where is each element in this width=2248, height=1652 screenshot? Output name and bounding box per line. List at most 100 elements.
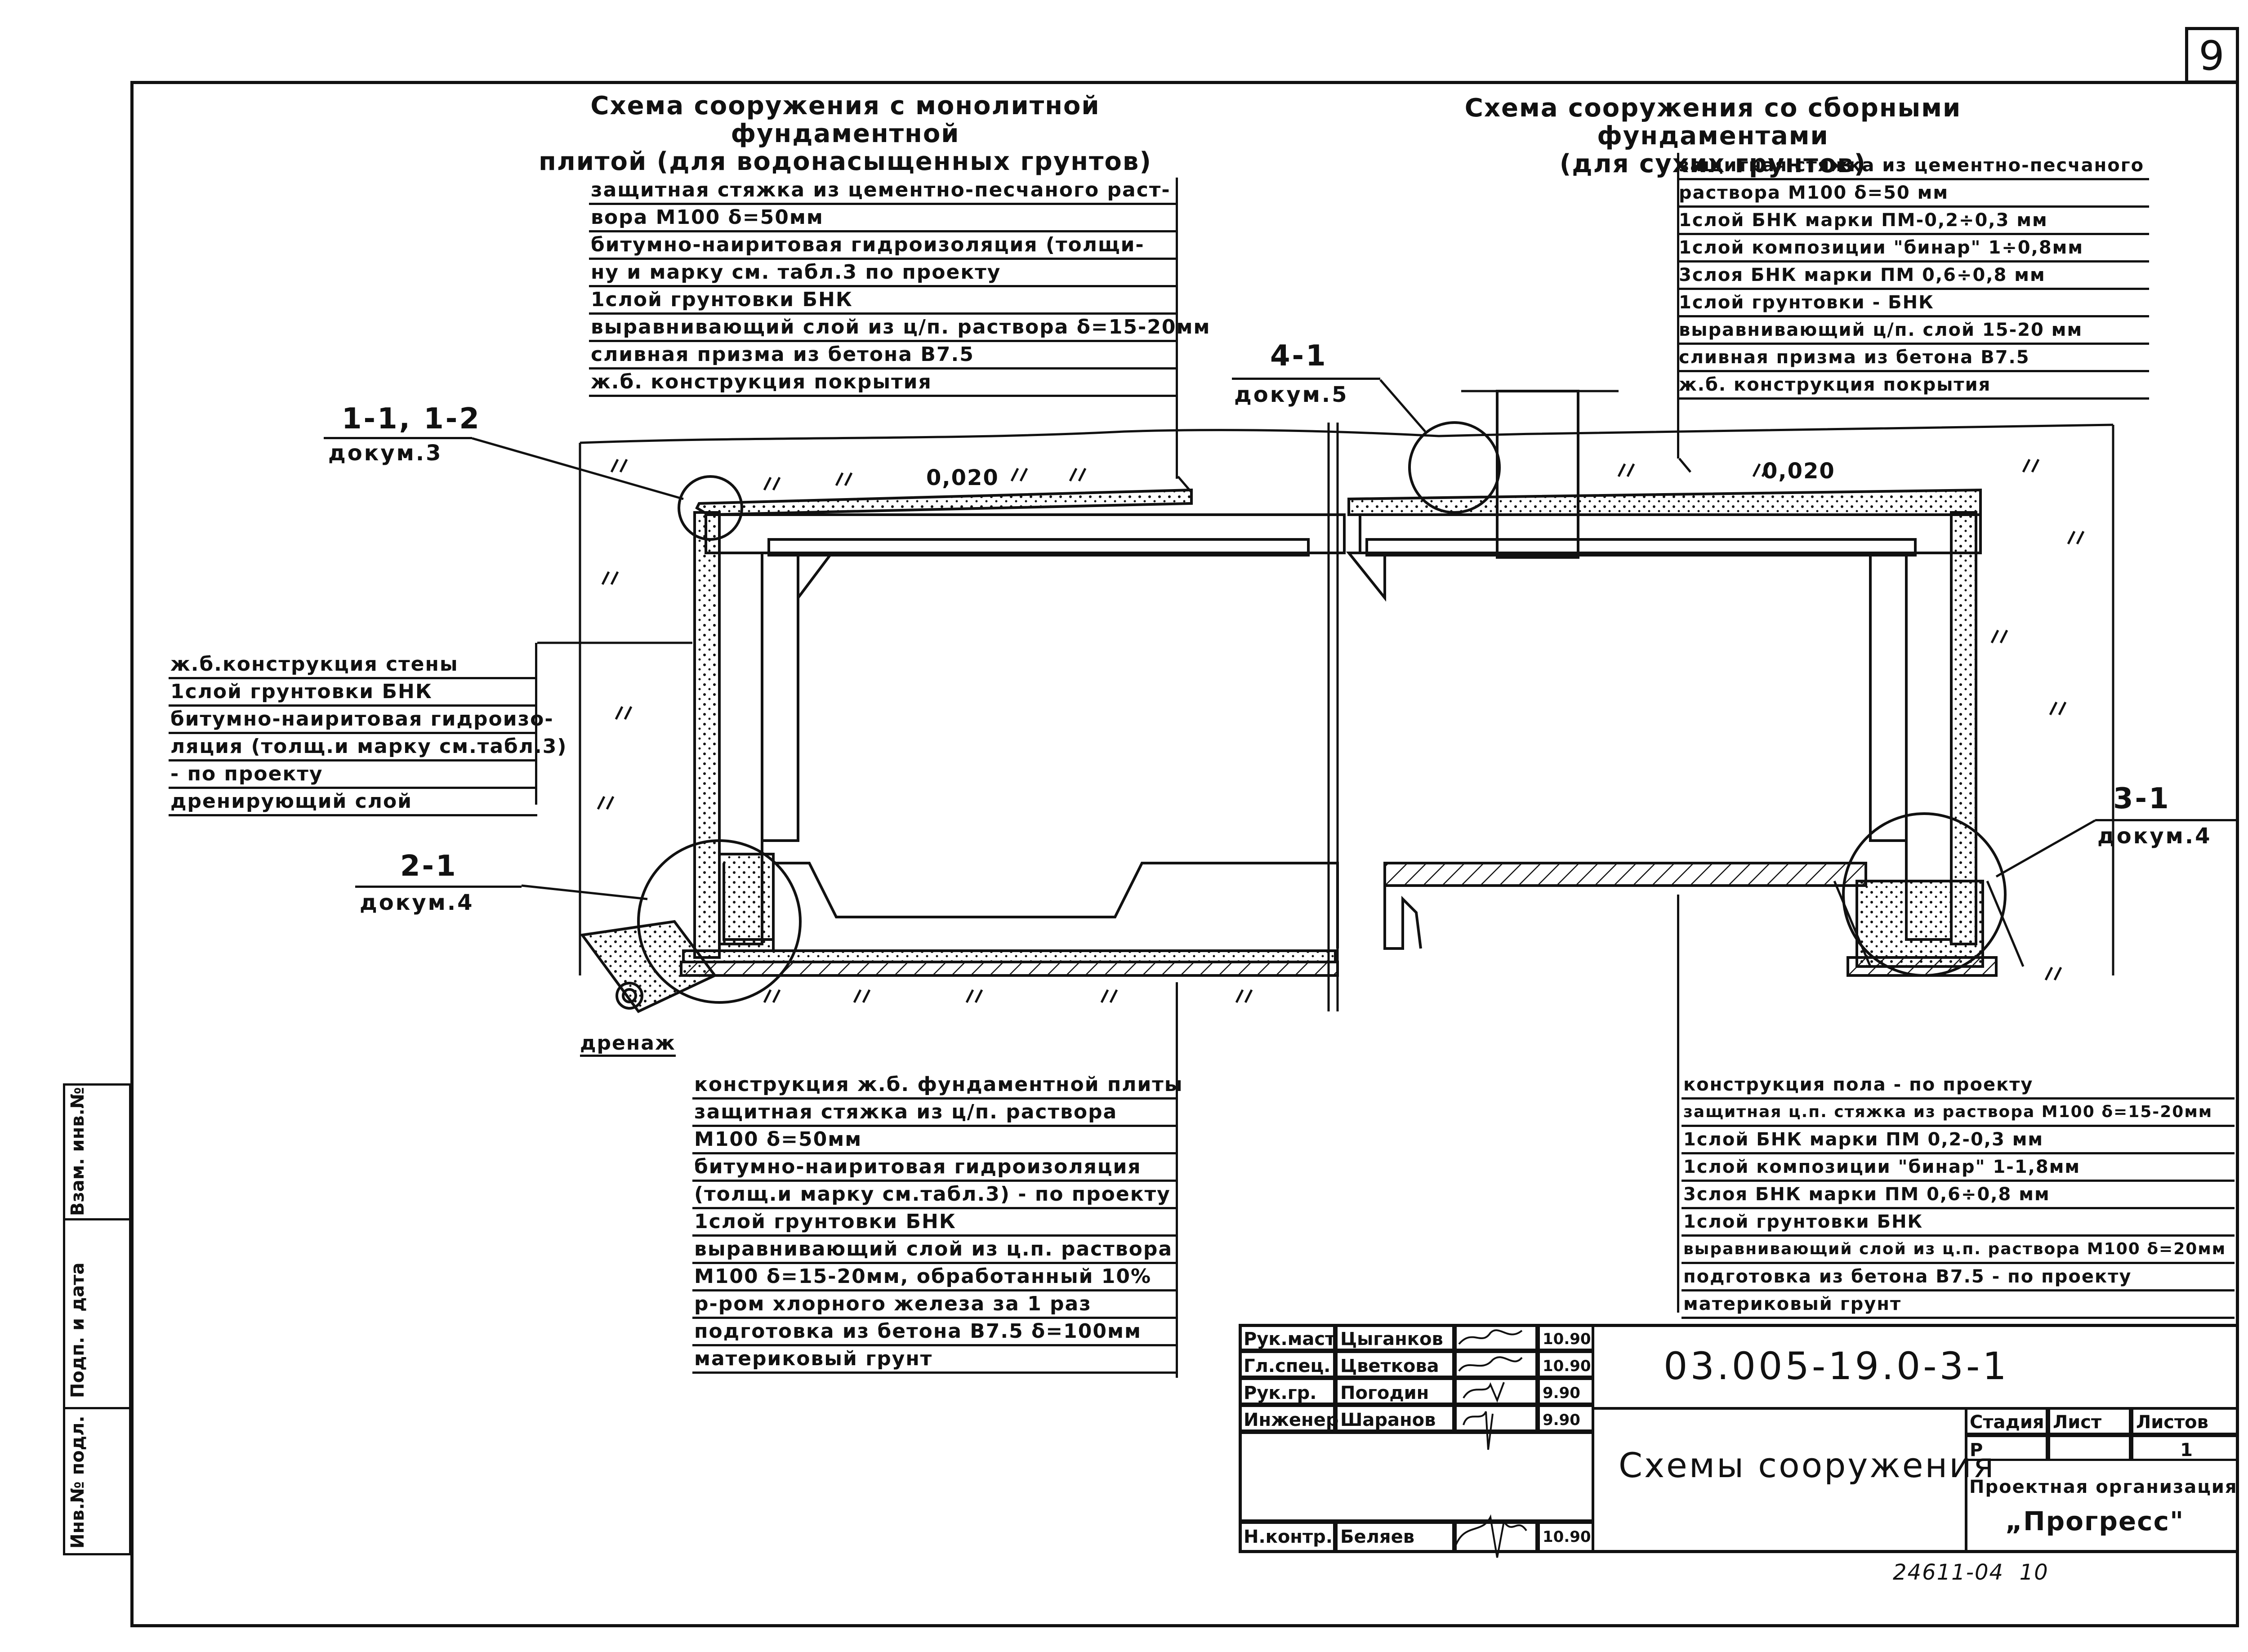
callout-foundation-row: М100 δ=15-20мм, обработанный 10% <box>692 1264 1178 1291</box>
stage-value: Р <box>1965 1435 2048 1461</box>
left-title-line-2: плитой (для водонасыщенных грунтов) <box>539 147 1152 176</box>
right-title-line-1: Схема сооружения со сборными фундаментам… <box>1464 94 1962 151</box>
role-2: Гл.спец. <box>1239 1351 1335 1378</box>
sign-4 <box>1454 1405 1538 1432</box>
sign-3 <box>1454 1378 1538 1405</box>
leader-4-1 <box>1379 379 1426 432</box>
leader-3-1 <box>1995 819 2096 878</box>
ref-4-1-underline <box>1232 378 1380 380</box>
callout-floor-right: конструкция пола - по проекту защитная ц… <box>1682 1072 2235 1319</box>
name-2: Цветкова <box>1335 1351 1454 1378</box>
callout-foundation-row: выравнивающий слой из ц.п. раствора <box>692 1237 1178 1264</box>
leader-roof-right <box>1677 153 1679 459</box>
callout-foundation-left: конструкция ж.б. фундаментной плиты защи… <box>692 1072 1182 1374</box>
blank-row <box>1239 1432 1594 1522</box>
callout-floor-row: выравнивающий слой из ц.п. раствора М100… <box>1682 1237 2235 1264</box>
leader-roof-left <box>1176 178 1178 479</box>
signature-5 <box>1454 1514 1527 1558</box>
right-footing <box>1855 880 1984 968</box>
drain-pipe <box>616 982 643 1010</box>
callout-roof-right-row: 1слой БНК марки ПМ-0,2÷0,3 мм <box>1677 208 2149 235</box>
leader-roof-left-tick <box>1177 476 1192 493</box>
soil-marks <box>597 459 2085 1003</box>
callout-floor-row: подготовка из бетона В7.5 - по проекту <box>1682 1264 2235 1291</box>
date-1: 10.90 <box>1538 1324 1594 1351</box>
callout-roof-left-row: ну и марку см. табл.3 по проекту <box>589 260 1178 287</box>
ref-1-1-underline <box>324 437 472 439</box>
left-detail-circle-top <box>678 475 743 541</box>
callout-floor-row: 1слой композиции "бинар" 1-1,8мм <box>1682 1154 2235 1182</box>
callout-roof-right-row: выравнивающий ц/п. слой 15-20 мм <box>1677 317 2149 345</box>
role-4: Инженер <box>1239 1405 1338 1432</box>
left-foundation-plate <box>680 961 1339 977</box>
right-column <box>1869 552 1908 842</box>
date-4: 9.90 <box>1538 1405 1594 1432</box>
callout-wall-row: 1слой грунтовки БНК <box>169 679 537 707</box>
callout-roof-right-row: ж.б. конструкция покрытия <box>1677 372 2149 400</box>
callout-roof-left: защитная стяжка из цементно-песчаного ра… <box>589 178 1209 397</box>
leader-1-1 <box>472 437 684 500</box>
left-screed <box>682 949 1337 963</box>
callout-foundation-row: подготовка из бетона В7.5 δ=100мм <box>692 1319 1178 1346</box>
right-sub-slope <box>1833 881 2025 967</box>
sheet-header: Лист <box>2048 1407 2131 1435</box>
elevation-left: 0,020 <box>926 465 999 490</box>
name-5: Беляев <box>1335 1522 1454 1553</box>
right-detail-circle <box>1842 812 2007 977</box>
page-number-box <box>2185 27 2239 84</box>
signatures <box>1454 1329 1527 1558</box>
left-detail-circle-bottom <box>637 839 802 1004</box>
signature-4 <box>1463 1411 1494 1450</box>
stage-header: Стадия <box>1965 1407 2048 1435</box>
ref-1-1-doc: докум.3 <box>328 441 443 466</box>
callout-roof-left-row: сливная призма из бетона В7.5 <box>589 342 1178 370</box>
sheets-header: Листов <box>2131 1407 2239 1435</box>
callout-roof-right-row: сливная призма из бетона В7.5 <box>1677 345 2149 372</box>
callout-foundation-row: конструкция ж.б. фундаментной плиты <box>692 1072 1182 1100</box>
ref-3-1-code: 3-1 <box>2113 782 2171 815</box>
ref-2-1-code: 2-1 <box>400 850 458 883</box>
doc-code: 03.005-19.0-3-1 <box>1664 1344 2009 1388</box>
callout-roof-right: защитная стяжка из цементно-песчаного ра… <box>1677 153 2149 400</box>
role-1: Рук.маст <box>1239 1324 1335 1351</box>
right-roof-slab <box>1359 513 1982 554</box>
left-beam <box>767 538 1310 557</box>
left-footing-pocket <box>718 853 775 952</box>
sign-1 <box>1454 1324 1538 1351</box>
callout-roof-left-row: 1слой грунтовки БНК <box>589 287 1178 315</box>
sign-2 <box>1454 1351 1538 1378</box>
role-3: Рук.гр. <box>1239 1378 1335 1405</box>
ref-3-1-doc: докум.4 <box>2097 824 2212 849</box>
callout-wall-row: ж.б.конструкция стены <box>169 652 537 679</box>
callout-foundation-row: М100 δ=50мм <box>692 1127 1178 1154</box>
callout-roof-right-row: защитная стяжка из цементно-песчаного <box>1677 153 2149 180</box>
date-3: 9.90 <box>1538 1378 1594 1405</box>
callout-roof-left-row: ж.б. конструкция покрытия <box>589 370 1178 397</box>
leader-floor-right <box>1677 895 1679 1313</box>
callout-roof-left-row: вора М100 δ=50мм <box>589 205 1178 232</box>
callout-foundation-row: защитная стяжка из ц/п. раствора <box>692 1100 1178 1127</box>
right-roof-coating <box>1347 488 1982 516</box>
callout-wall-row: битумно-наиритовая гидроизо- <box>169 707 553 734</box>
left-title-line-1: Схема сооружения с монолитной фундаментн… <box>590 91 1100 148</box>
ref-3-1-underline <box>2095 819 2239 821</box>
signature-2 <box>1458 1356 1523 1372</box>
ground-line <box>580 423 2114 444</box>
elevation-right: 0,020 <box>1762 459 1835 484</box>
sheets-value: 1 <box>2131 1435 2239 1461</box>
callout-floor-row: 1слой грунтовки БНК <box>1682 1209 2235 1237</box>
page-number: 9 <box>2199 32 2226 80</box>
date-2: 10.90 <box>1538 1351 1594 1378</box>
callout-wall-row: ляция (толщ.и марку см.табл.3) <box>169 734 566 761</box>
name-3: Погодин <box>1335 1378 1454 1405</box>
callout-roof-left-row: защитная стяжка из цементно-песчаного ра… <box>589 178 1178 205</box>
date-5: 10.90 <box>1538 1522 1594 1553</box>
left-wall-coating <box>693 511 721 959</box>
right-title-line-2: (для сухих грунтов) <box>1559 149 1867 178</box>
callout-wall-row: дренирующий слой <box>169 789 537 816</box>
right-section-title: Схема сооружения со сборными фундаментам… <box>1349 94 2077 178</box>
callout-roof-right-row: 1слой грунтовки - БНК <box>1677 290 2149 317</box>
callout-roof-left-row: битумно-наиритовая гидроизоляция (толщи- <box>589 232 1178 260</box>
left-column <box>761 552 799 842</box>
